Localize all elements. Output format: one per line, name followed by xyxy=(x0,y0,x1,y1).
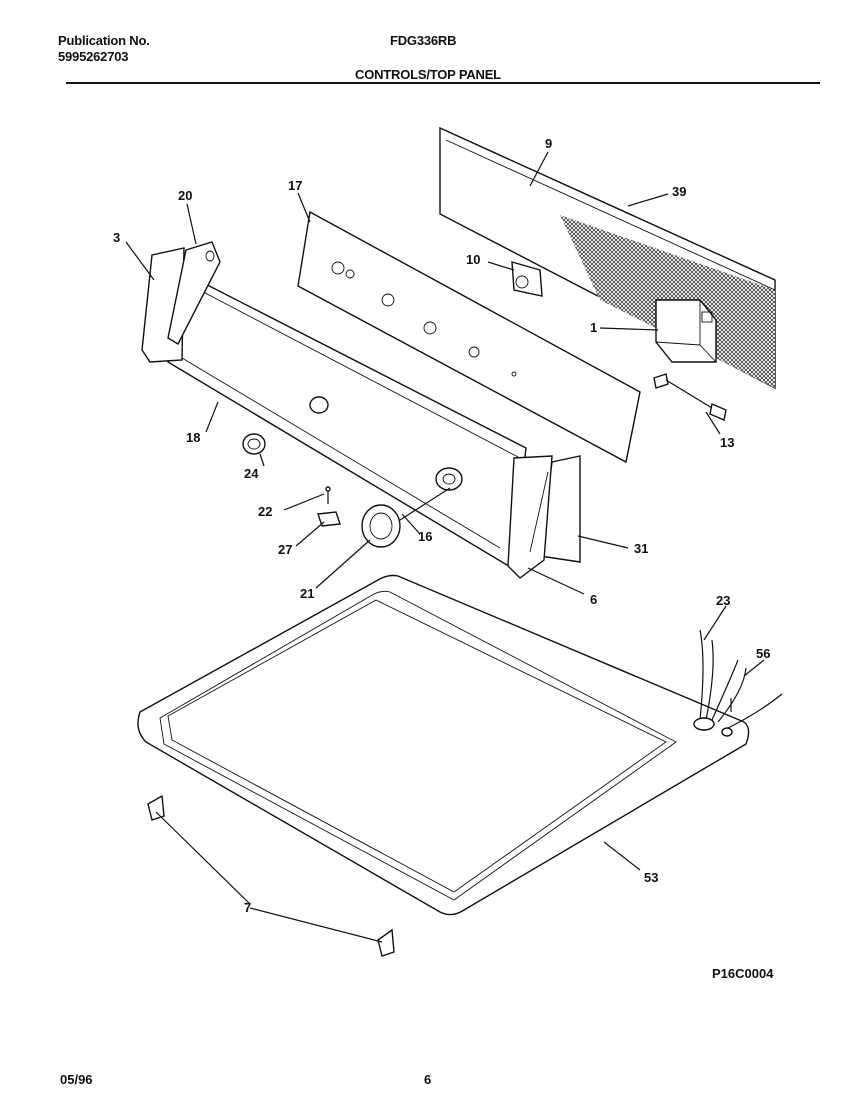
timer-knob xyxy=(361,487,451,548)
left-end-cap xyxy=(141,241,221,363)
callout-39: 39 xyxy=(672,184,686,199)
callout-24: 24 xyxy=(244,466,259,481)
callout-16: 16 xyxy=(418,529,432,544)
timer xyxy=(511,261,543,297)
right-end-cap xyxy=(507,455,581,579)
wire-harness xyxy=(693,629,783,737)
header-rule xyxy=(66,82,820,84)
callout-31: 31 xyxy=(634,541,648,556)
wire-harness-plug xyxy=(653,373,727,421)
callout-23: 23 xyxy=(716,593,730,608)
model-number: FDG336RB xyxy=(390,33,457,48)
callout-21: 21 xyxy=(300,586,314,601)
callout-17: 17 xyxy=(288,178,302,193)
control-mounting-plate xyxy=(297,210,641,464)
callout-27: 27 xyxy=(278,542,292,557)
callout-7: 7 xyxy=(244,900,251,915)
knob-small xyxy=(242,433,266,455)
figure-code: P16C0004 xyxy=(712,966,774,981)
screw-and-clip xyxy=(317,486,341,527)
leader-lines xyxy=(125,151,765,943)
callout-20: 20 xyxy=(178,188,192,203)
callout-1: 1 xyxy=(590,320,597,335)
top-panel-clips xyxy=(147,794,395,957)
callout-18: 18 xyxy=(186,430,200,445)
callout-3: 3 xyxy=(113,230,120,245)
page-number: 6 xyxy=(424,1072,432,1087)
callout-53: 53 xyxy=(644,870,658,885)
callout-10: 10 xyxy=(466,252,480,267)
callout-6: 6 xyxy=(590,592,597,607)
top-panel xyxy=(137,574,750,916)
publication-number: 5995262703 xyxy=(58,49,129,64)
control-box xyxy=(655,299,717,363)
callout-22: 22 xyxy=(258,504,272,519)
publication-label: Publication No. xyxy=(58,33,150,48)
callout-56: 56 xyxy=(756,646,770,661)
callout-13: 13 xyxy=(720,435,734,450)
section-title: CONTROLS/TOP PANEL xyxy=(355,67,501,82)
callout-9: 9 xyxy=(545,136,552,151)
publication-date: 05/96 xyxy=(60,1072,93,1087)
